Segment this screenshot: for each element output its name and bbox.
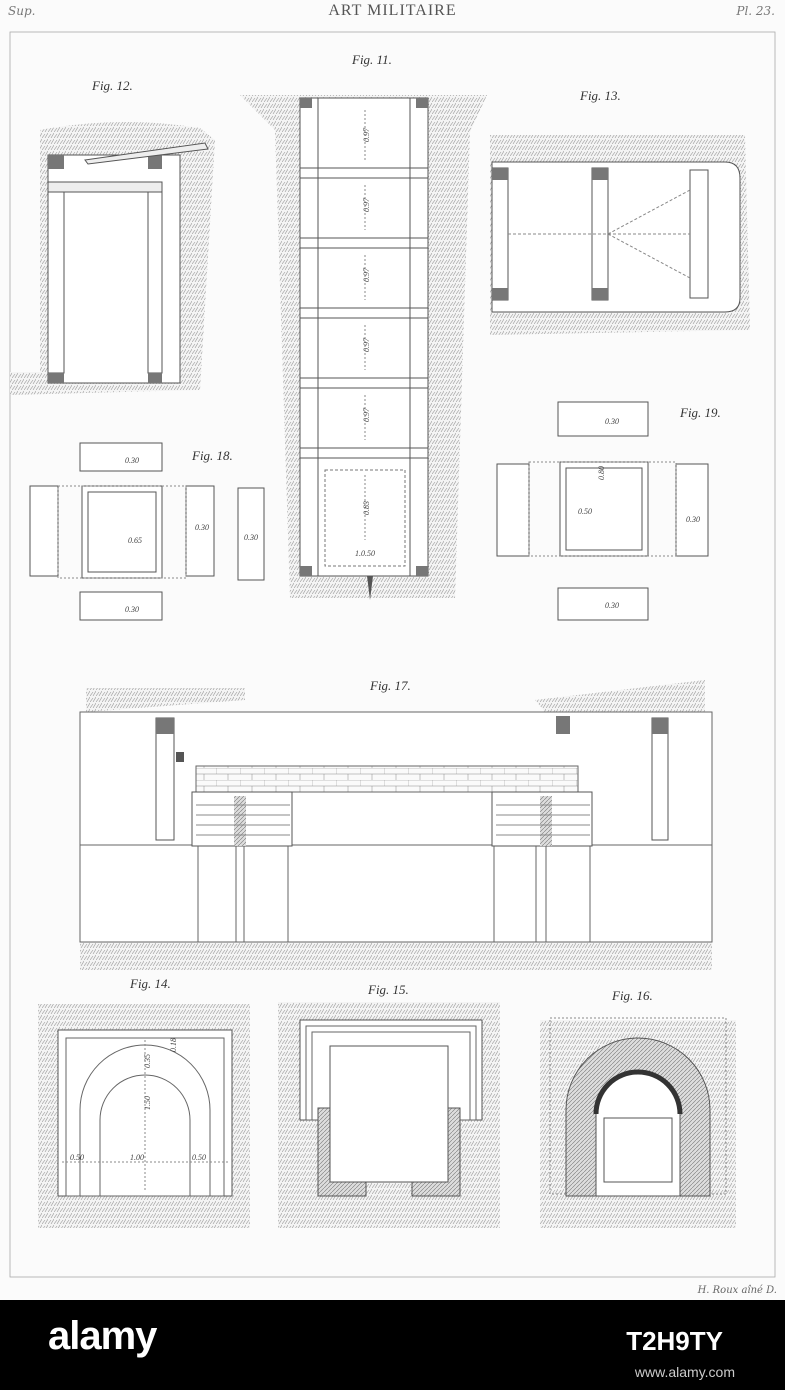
fig-13-drawing [490, 135, 750, 335]
fig-16-drawing [540, 1017, 736, 1228]
dim-19a: 0.30 [605, 417, 619, 426]
fig-17-drawing [79, 680, 713, 970]
fig-11-label: Fig. 11. [352, 52, 392, 67]
plate-border [9, 31, 776, 1278]
fig-17-label: Fig. 17. [370, 678, 411, 693]
fig-15-drawing [278, 1002, 500, 1228]
technical-drawing: 0.97 0.97 0.97 0.97 0.97 0.83 1.0.50 [9, 31, 776, 1278]
fig-12-drawing [10, 121, 215, 395]
dim-14c: 0.50 [192, 1153, 206, 1162]
fig-16-label: Fig. 16. [612, 988, 653, 1003]
header-left: Sup. [8, 4, 36, 18]
dim-14e: 0.35 [143, 1054, 152, 1068]
fig-15-label: Fig. 15. [368, 982, 409, 997]
dim-18b: 0.30 [125, 456, 139, 465]
dim-19d: 0.80 [597, 466, 606, 480]
dim-18a: 0.65 [128, 536, 142, 545]
website-url: www.alamy.com [634, 1364, 735, 1380]
dim-11g: 1.0.50 [355, 549, 375, 558]
dim-11b: 0.97 [362, 197, 371, 212]
alamy-logo: alamy [48, 1314, 157, 1358]
dim-11c: 0.97 [362, 267, 371, 282]
dim-11d: 0.97 [362, 337, 371, 352]
watermark-banner: alamy T2H9TY www.alamy.com [0, 1300, 785, 1390]
dim-14f: 0.18 [169, 1038, 178, 1052]
dim-11f: 0.83 [362, 501, 371, 515]
fig-12-label: Fig. 12. [92, 78, 133, 93]
fig-13-label: Fig. 13. [580, 88, 621, 103]
dim-18c: 0.30 [125, 605, 139, 614]
dim-11a: 0.97 [362, 127, 371, 142]
plate-number: Pl. 23. [736, 4, 775, 18]
engraver-credit: H. Roux aîné D. [697, 1285, 777, 1296]
fig-11-drawing [240, 95, 487, 600]
fig-18-label: Fig. 18. [192, 448, 233, 463]
dim-19c: 0.50 [578, 507, 592, 516]
dim-11e: 0.97 [362, 407, 371, 422]
fig-14-drawing [38, 1004, 250, 1228]
image-code: T2H9TY [626, 1326, 723, 1356]
dim-19e: 0.30 [686, 515, 700, 524]
dim-14b: 1.00 [130, 1153, 144, 1162]
dim-14d: 1.50 [143, 1096, 152, 1110]
fig-14-label: Fig. 14. [130, 976, 171, 991]
engraving-plate: Sup. ART MILITAIRE Pl. 23. Fig. 11. Fig.… [8, 2, 777, 1296]
dim-14a: 0.50 [70, 1153, 84, 1162]
dim-18e: 0.30 [244, 533, 258, 542]
dim-19b: 0.30 [605, 601, 619, 610]
fig-18-drawing [29, 442, 265, 621]
dim-18d: 0.30 [195, 523, 209, 532]
plate-title: ART MILITAIRE [328, 2, 457, 19]
fig-19-drawing [496, 401, 709, 621]
fig-19-label: Fig. 19. [680, 405, 721, 420]
